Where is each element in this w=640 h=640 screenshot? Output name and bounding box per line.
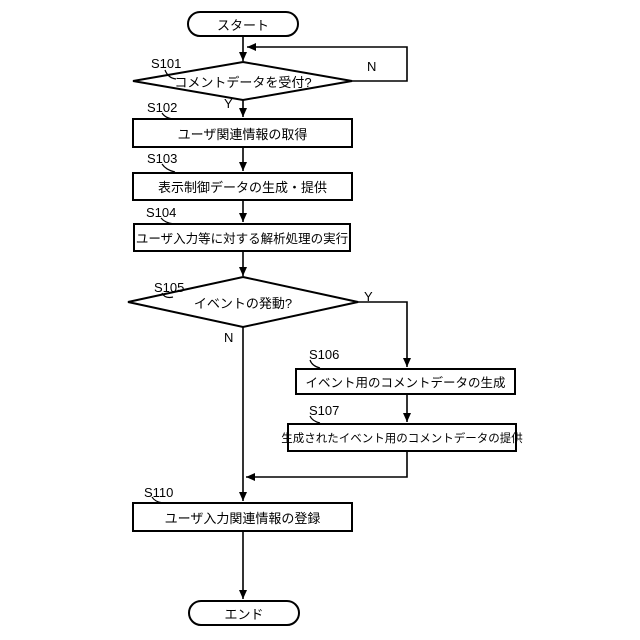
process-s106: イベント用のコメントデータの生成 [295, 368, 516, 395]
leader-tick-s106 [309, 359, 321, 369]
decision-s101-label: コメントデータを受付? [174, 74, 312, 90]
process-s103: 表示制御データの生成・提供 [132, 172, 353, 201]
step-label-s103: S103 [147, 151, 178, 166]
process-s106-label: イベント用のコメントデータの生成 [305, 376, 506, 390]
leader-tick-s107 [309, 415, 321, 424]
process-s107-label: 生成されたイベント用のコメントデータの提供 [281, 432, 523, 445]
decision-s101: コメントデータを受付? [133, 68, 353, 94]
step-label-s110: S110 [144, 485, 174, 500]
process-s107: 生成されたイベント用のコメントデータの提供 [281, 423, 523, 452]
step-label-s105: S105 [154, 280, 185, 295]
step-label-s104: S104 [146, 205, 177, 220]
process-s103-label: 表示制御データの生成・提供 [157, 180, 327, 195]
process-s110-label: ユーザ入力関連情報の登録 [164, 510, 321, 526]
leader-tick-s103 [161, 163, 176, 173]
branch-label-s101-no: N [367, 59, 377, 74]
end-terminal-label: エンド [224, 606, 264, 622]
branch-label-s105-no: N [224, 330, 234, 345]
leader-tick-s105 [161, 292, 174, 299]
step-label-s107: S107 [309, 403, 340, 418]
connector-s101-no-loop [247, 43, 408, 82]
step-label-s106: S106 [309, 347, 340, 362]
process-s102-label: ユーザ関連情報の取得 [177, 126, 308, 142]
process-s110: ユーザ入力関連情報の登録 [132, 502, 353, 532]
start-terminal-label: スタート [216, 17, 269, 33]
leader-tick-s101 [164, 69, 177, 80]
connector-s107-to-merge [246, 452, 408, 481]
decision-s105-label: イベントの発動? [193, 295, 293, 311]
process-s102: ユーザ関連情報の取得 [132, 118, 353, 148]
step-label-s101: S101 [151, 56, 182, 71]
step-label-s102: S102 [147, 100, 178, 115]
decision-s105: イベントの発動? [128, 289, 358, 315]
connector-s105-yes-to-s106 [358, 301, 411, 367]
start-terminal: スタート [187, 11, 299, 37]
process-s104: ユーザ入力等に対する解析処理の実行 [133, 223, 351, 252]
end-terminal: エンド [188, 600, 300, 626]
process-s104-label: ユーザ入力等に対する解析処理の実行 [135, 232, 349, 246]
branch-label-s105-yes: Y [364, 289, 373, 304]
branch-label-s101-yes: Y [224, 96, 233, 111]
